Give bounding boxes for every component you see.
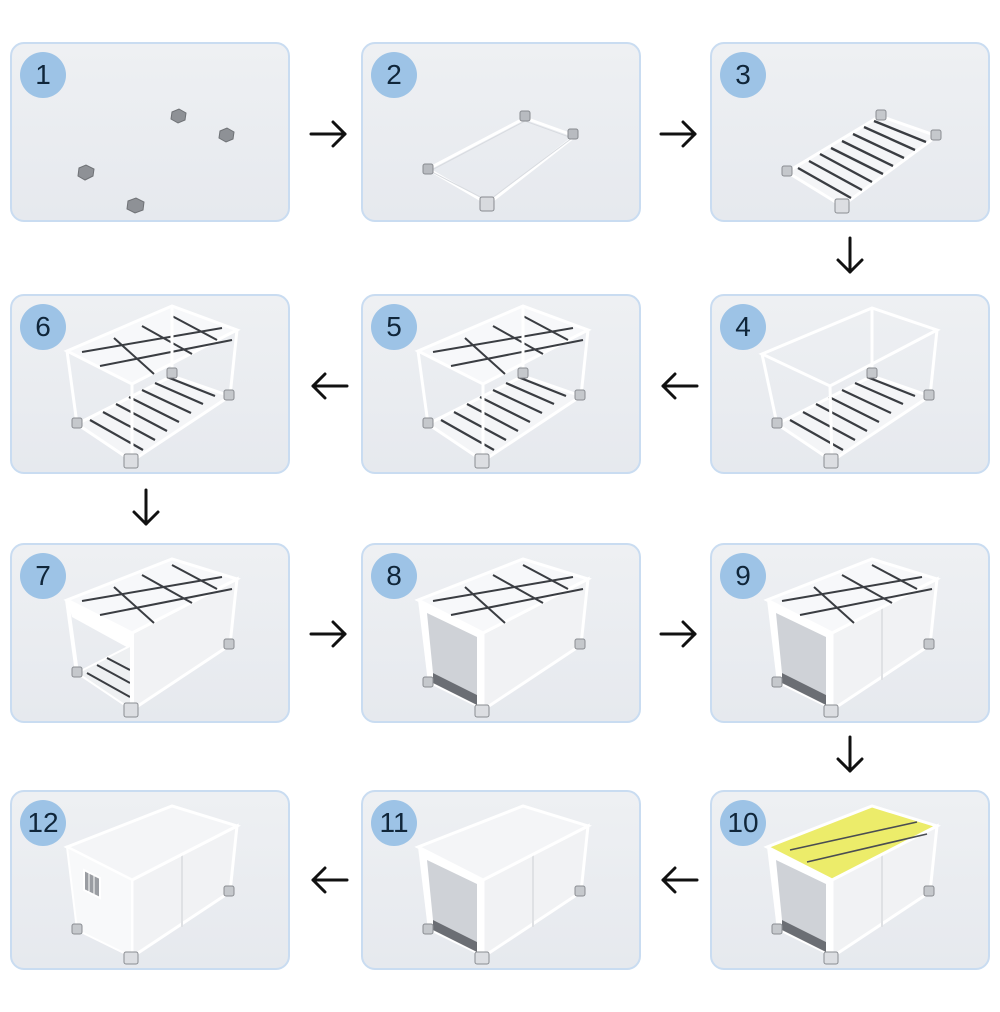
step-panel-11: 11 <box>361 790 641 970</box>
step-number-badge: 4 <box>720 304 766 350</box>
step-number-badge: 11 <box>371 800 417 846</box>
step-panel-10: 10 <box>710 790 990 970</box>
step-panel-7: 7 <box>10 543 290 723</box>
step-number-badge: 6 <box>20 304 66 350</box>
step-number-badge: 1 <box>20 52 66 98</box>
step-number-badge: 10 <box>720 800 766 846</box>
columns-and-top-frame-illustration <box>758 306 941 469</box>
step-panel-1: 1 <box>10 42 290 222</box>
floor-panel-illustration <box>414 557 592 718</box>
step-number-badge: 8 <box>371 553 417 599</box>
back-wall-panels-illustration <box>63 557 241 718</box>
step-panel-5: 5 <box>361 294 641 474</box>
arrow-icon <box>311 866 349 894</box>
roof-insulation-illustration <box>763 804 941 965</box>
side-wall-panels-illustration <box>763 557 941 718</box>
step-number-badge: 12 <box>20 800 66 846</box>
floor-joists-illustration <box>781 109 942 214</box>
arrow-icon <box>659 120 697 148</box>
step-number-badge: 5 <box>371 304 417 350</box>
arrow-icon <box>836 236 864 274</box>
arrow-icon <box>132 488 160 526</box>
arrow-icon <box>661 372 699 400</box>
step-panel-2: 2 <box>361 42 641 222</box>
step-panel-8: 8 <box>361 543 641 723</box>
step-panel-9: 9 <box>710 543 990 723</box>
arrow-icon <box>661 866 699 894</box>
step-number-badge: 9 <box>720 553 766 599</box>
base-frame-illustration <box>422 110 579 212</box>
completed-skeleton-illustration <box>63 304 241 469</box>
step-number-badge: 7 <box>20 553 66 599</box>
step-number-badge: 3 <box>720 52 766 98</box>
arrow-icon <box>659 620 697 648</box>
step-number-badge: 2 <box>371 52 417 98</box>
step-panel-3: 3 <box>710 42 990 222</box>
roof-purlins-illustration <box>414 304 592 469</box>
arrow-icon <box>309 620 347 648</box>
front-wall-with-window-illustration <box>63 804 241 965</box>
arrow-icon <box>309 120 347 148</box>
step-panel-6: 6 <box>10 294 290 474</box>
arrow-icon <box>311 372 349 400</box>
roof-panel-illustration <box>414 804 592 965</box>
arrow-icon <box>836 735 864 773</box>
step-panel-12: 12 <box>10 790 290 970</box>
foundation-pads-illustration <box>77 108 235 214</box>
step-panel-4: 4 <box>710 294 990 474</box>
